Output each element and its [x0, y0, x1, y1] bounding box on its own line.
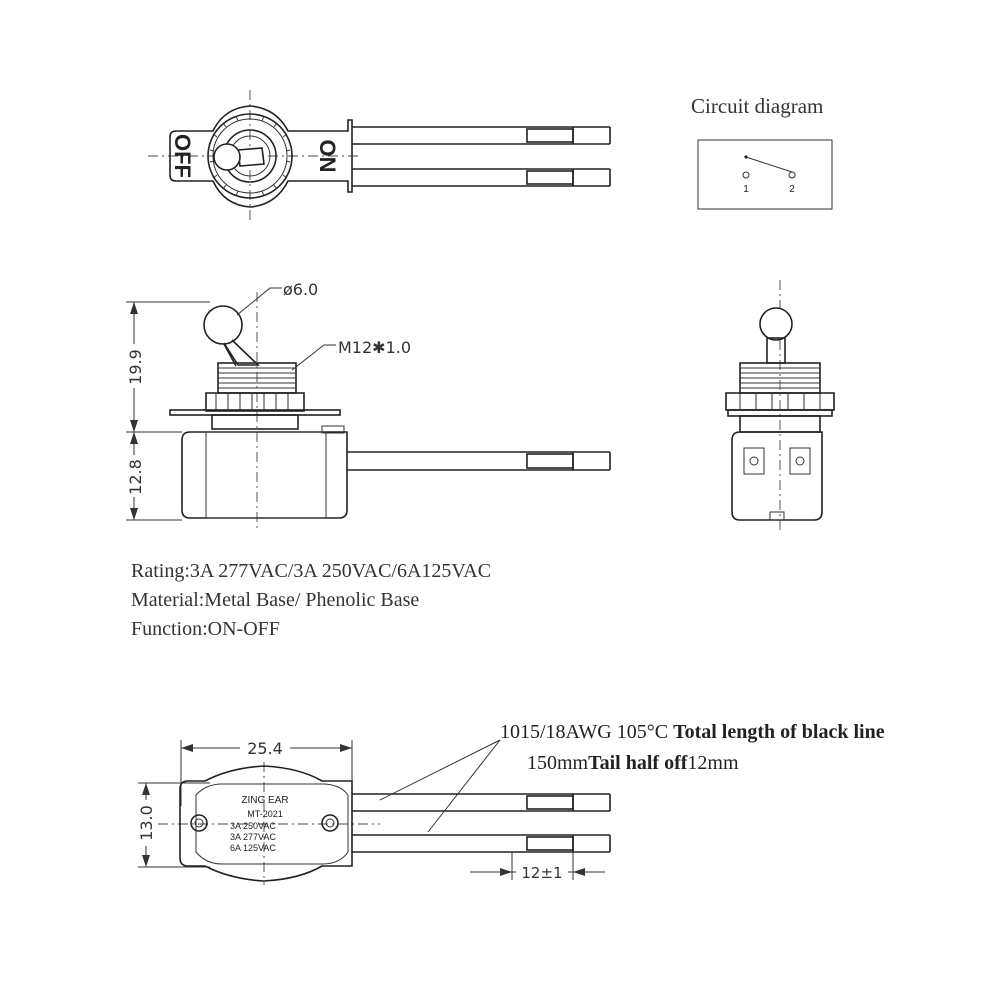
- height-upper-dimension: 19.9: [126, 349, 145, 385]
- ball-diameter-label: ø6.0: [283, 280, 318, 299]
- wire-length-caption: Total length of black line: [673, 721, 885, 743]
- body-label-line-5: 6A 125VAC: [230, 843, 276, 853]
- on-label: ON: [315, 140, 340, 173]
- terminal-1-label: 1: [743, 184, 749, 195]
- height-dimension: 13.0: [137, 805, 156, 841]
- wire-spec: 1015/18AWG 105°C: [500, 721, 674, 743]
- body-label-line-2: MT-2021: [247, 809, 283, 819]
- body-label-line-4: 3A 277VAC: [230, 832, 276, 842]
- body-label-line-3: 3A 250VAC: [230, 821, 276, 831]
- wire-note-line-1: 1015/18AWG 105°C Total length of black l…: [500, 721, 885, 744]
- top-view: OFF ON: [148, 90, 611, 222]
- end-view: [725, 280, 835, 530]
- function-text: Function:ON-OFF: [131, 618, 280, 640]
- rating-text: Rating:3A 277VAC/3A 250VAC/6A125VAC: [131, 560, 492, 582]
- tail-dimension: 12±1: [521, 864, 562, 882]
- tail-length-value: 12mm: [687, 752, 739, 774]
- tail-caption: Tail half off: [588, 752, 688, 774]
- thread-label: M12✱1.0: [338, 338, 411, 357]
- bottom-view: 25.4 13.0 ZING EAR MT-2021 3A 250VAC 3A …: [137, 738, 611, 885]
- side-view: ø6.0 M12✱1.0 19.9 12.8: [126, 280, 611, 530]
- terminal-2-label: 2: [789, 184, 795, 195]
- circuit-diagram-title: Circuit diagram: [691, 94, 824, 118]
- wire-note-line-2: 150mmTail half off12mm: [527, 752, 739, 775]
- width-dimension: 25.4: [247, 739, 283, 758]
- wire-length-value: 150mm: [527, 752, 589, 774]
- circuit-diagram: 1 2: [697, 139, 833, 210]
- off-label: OFF: [170, 134, 195, 178]
- height-lower-dimension: 12.8: [126, 459, 145, 495]
- body-label-line-1: ZING EAR: [241, 795, 288, 806]
- material-text: Material:Metal Base/ Phenolic Base: [131, 589, 420, 611]
